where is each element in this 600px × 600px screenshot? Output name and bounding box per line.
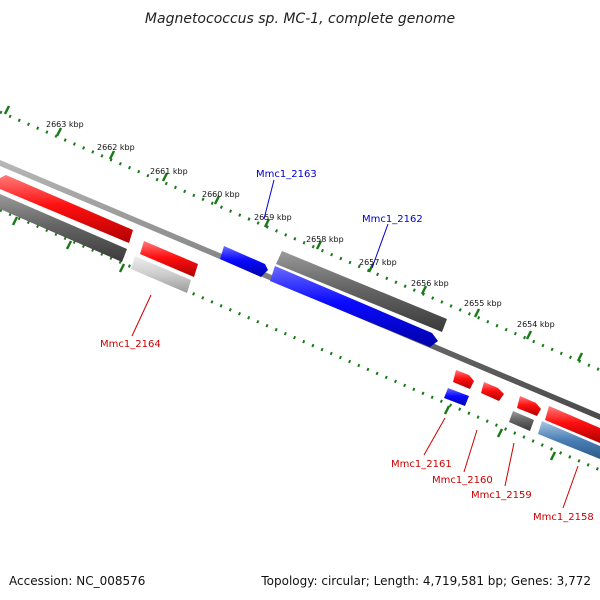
accession-text: Accession: NC_008576: [9, 574, 146, 588]
tick-label: 2658 kbp: [306, 235, 344, 244]
gene-label[interactable]: Mmc1_2159: [471, 490, 532, 501]
cds-feature: [538, 421, 600, 459]
outer-major-ticks: [3, 105, 584, 362]
gene-label[interactable]: Mmc1_2158: [533, 512, 594, 523]
tick-label: 2656 kbp: [411, 279, 449, 288]
cds-feature: [0, 175, 133, 243]
cds-feature: [453, 370, 474, 389]
cds-feature: [509, 411, 534, 431]
cds-feature: [444, 388, 469, 406]
genome-summary-text: Topology: circular; Length: 4,719,581 bp…: [261, 574, 591, 588]
map-title: Magnetococcus sp. MC-1, complete genome: [145, 11, 455, 27]
gene-label[interactable]: Mmc1_2164: [100, 339, 161, 350]
leader-lines: [131, 179, 579, 509]
cds-feature: [140, 241, 198, 277]
tick-label: 2657 kbp: [359, 258, 397, 267]
cds-feature: [517, 396, 541, 416]
tick-label: 2663 kbp: [46, 120, 84, 129]
cds-feature: [131, 256, 191, 293]
cds-feature: [481, 382, 504, 401]
cds-feature: [545, 406, 600, 443]
tick-label: 2662 kbp: [97, 143, 135, 152]
tick-label: 2661 kbp: [150, 167, 188, 176]
cds-feature: [276, 251, 447, 332]
tick-label: 2660 kbp: [202, 190, 240, 199]
cds-feature: [270, 266, 438, 347]
gene-label[interactable]: Mmc1_2162: [362, 214, 423, 225]
cds-feature: [220, 246, 268, 277]
gene-label[interactable]: Mmc1_2163: [256, 169, 317, 180]
inner-tick-ring: [0, 208, 600, 472]
tick-label: 2655 kbp: [464, 299, 502, 308]
gene-label[interactable]: Mmc1_2160: [432, 475, 493, 486]
gene-label[interactable]: Mmc1_2161: [391, 459, 452, 470]
cds-feature: [0, 194, 127, 262]
tick-label: 2654 kbp: [517, 320, 555, 329]
inner-major-ticks: [11, 216, 557, 461]
tick-label: 2659 kbp: [254, 213, 292, 222]
